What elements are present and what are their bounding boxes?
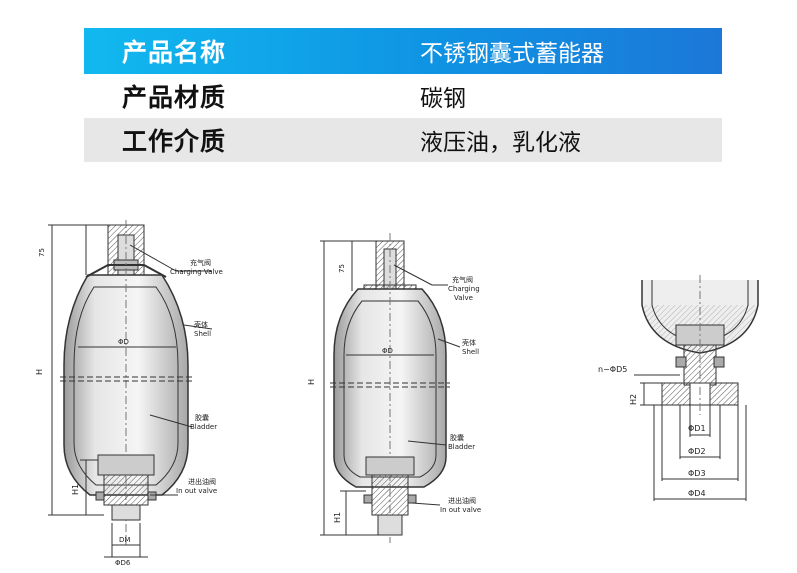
- spec-row-material: 产品材质 碳钢: [84, 74, 722, 118]
- left-shell-en: Shell: [194, 330, 211, 338]
- middle-bladder-cn: 胶囊: [450, 433, 464, 442]
- spec-value: 碳钢: [420, 86, 466, 112]
- left-dim-D: ΦD: [118, 338, 129, 346]
- right-dim-D3: ΦD3: [688, 469, 706, 478]
- left-dim-75: 75: [38, 248, 46, 257]
- left-outlet-en: In out valve: [176, 487, 217, 495]
- spec-value: 不锈钢囊式蓄能器: [420, 41, 604, 67]
- spec-row-name: 产品名称 不锈钢囊式蓄能器: [84, 28, 722, 74]
- left-dim-DM: DM: [119, 536, 130, 544]
- spec-label: 产品材质: [122, 83, 227, 112]
- right-port-detail: n−ΦD5 H2 ΦD1 ΦD2 ΦD3 ΦD4: [598, 275, 759, 501]
- left-dim-H1: H1: [71, 484, 80, 495]
- spec-label: 产品名称: [122, 38, 227, 67]
- spec-row-medium: 工作介质 液压油，乳化液: [84, 118, 722, 162]
- left-dim-H: H: [35, 369, 44, 375]
- spec-value: 液压油，乳化液: [420, 130, 581, 156]
- right-dim-H2: H2: [629, 394, 638, 405]
- right-dim-D1: ΦD1: [688, 424, 706, 433]
- left-bladder-en: Bladder: [190, 423, 217, 431]
- middle-outlet-en: In out valve: [440, 506, 481, 514]
- middle-outlet-cn: 进出油阀: [448, 496, 476, 505]
- right-dim-D2: ΦD2: [688, 447, 706, 456]
- left-charging-valve-en: Charging Valve: [170, 268, 223, 276]
- middle-charging-valve-en2: Valve: [454, 294, 473, 302]
- left-dim-D6: ΦD6: [115, 559, 131, 567]
- technical-drawing: 75 H H1 DM ΦD6 ΦD 充气阀 Charging Valve 壳体 …: [35, 220, 759, 567]
- left-shell-cn: 壳体: [194, 320, 208, 329]
- middle-accumulator: 75 H H1 ΦD 充气阀 Charging Valve 壳体 Shell 胶…: [307, 233, 481, 543]
- left-accumulator: 75 H H1 DM ΦD6 ΦD 充气阀 Charging Valve 壳体 …: [35, 220, 223, 567]
- right-dim-nD5: n−ΦD5: [598, 365, 627, 374]
- left-charging-valve-cn: 充气阀: [190, 258, 211, 267]
- left-outlet-cn: 进出油阀: [188, 477, 216, 486]
- middle-charging-valve-en1: Charging: [448, 285, 480, 293]
- accumulator-diagrams: 75 H H1 DM ΦD6 ΦD 充气阀 Charging Valve 壳体 …: [0, 205, 797, 573]
- middle-shell-en: Shell: [462, 348, 479, 356]
- middle-charging-valve-cn: 充气阀: [452, 275, 473, 284]
- right-dim-D4: ΦD4: [688, 489, 706, 498]
- left-bladder-cn: 胶囊: [195, 413, 209, 422]
- middle-shell-cn: 壳体: [462, 338, 476, 347]
- middle-dim-H: H: [307, 379, 316, 385]
- spec-table: 产品名称 不锈钢囊式蓄能器 产品材质 碳钢 工作介质 液压油，乳化液: [84, 28, 722, 162]
- middle-dim-75: 75: [338, 264, 346, 273]
- middle-dim-D: ΦD: [382, 347, 393, 355]
- middle-dim-H1: H1: [333, 512, 342, 523]
- middle-bladder-en: Bladder: [448, 443, 475, 451]
- spec-label: 工作介质: [122, 127, 227, 156]
